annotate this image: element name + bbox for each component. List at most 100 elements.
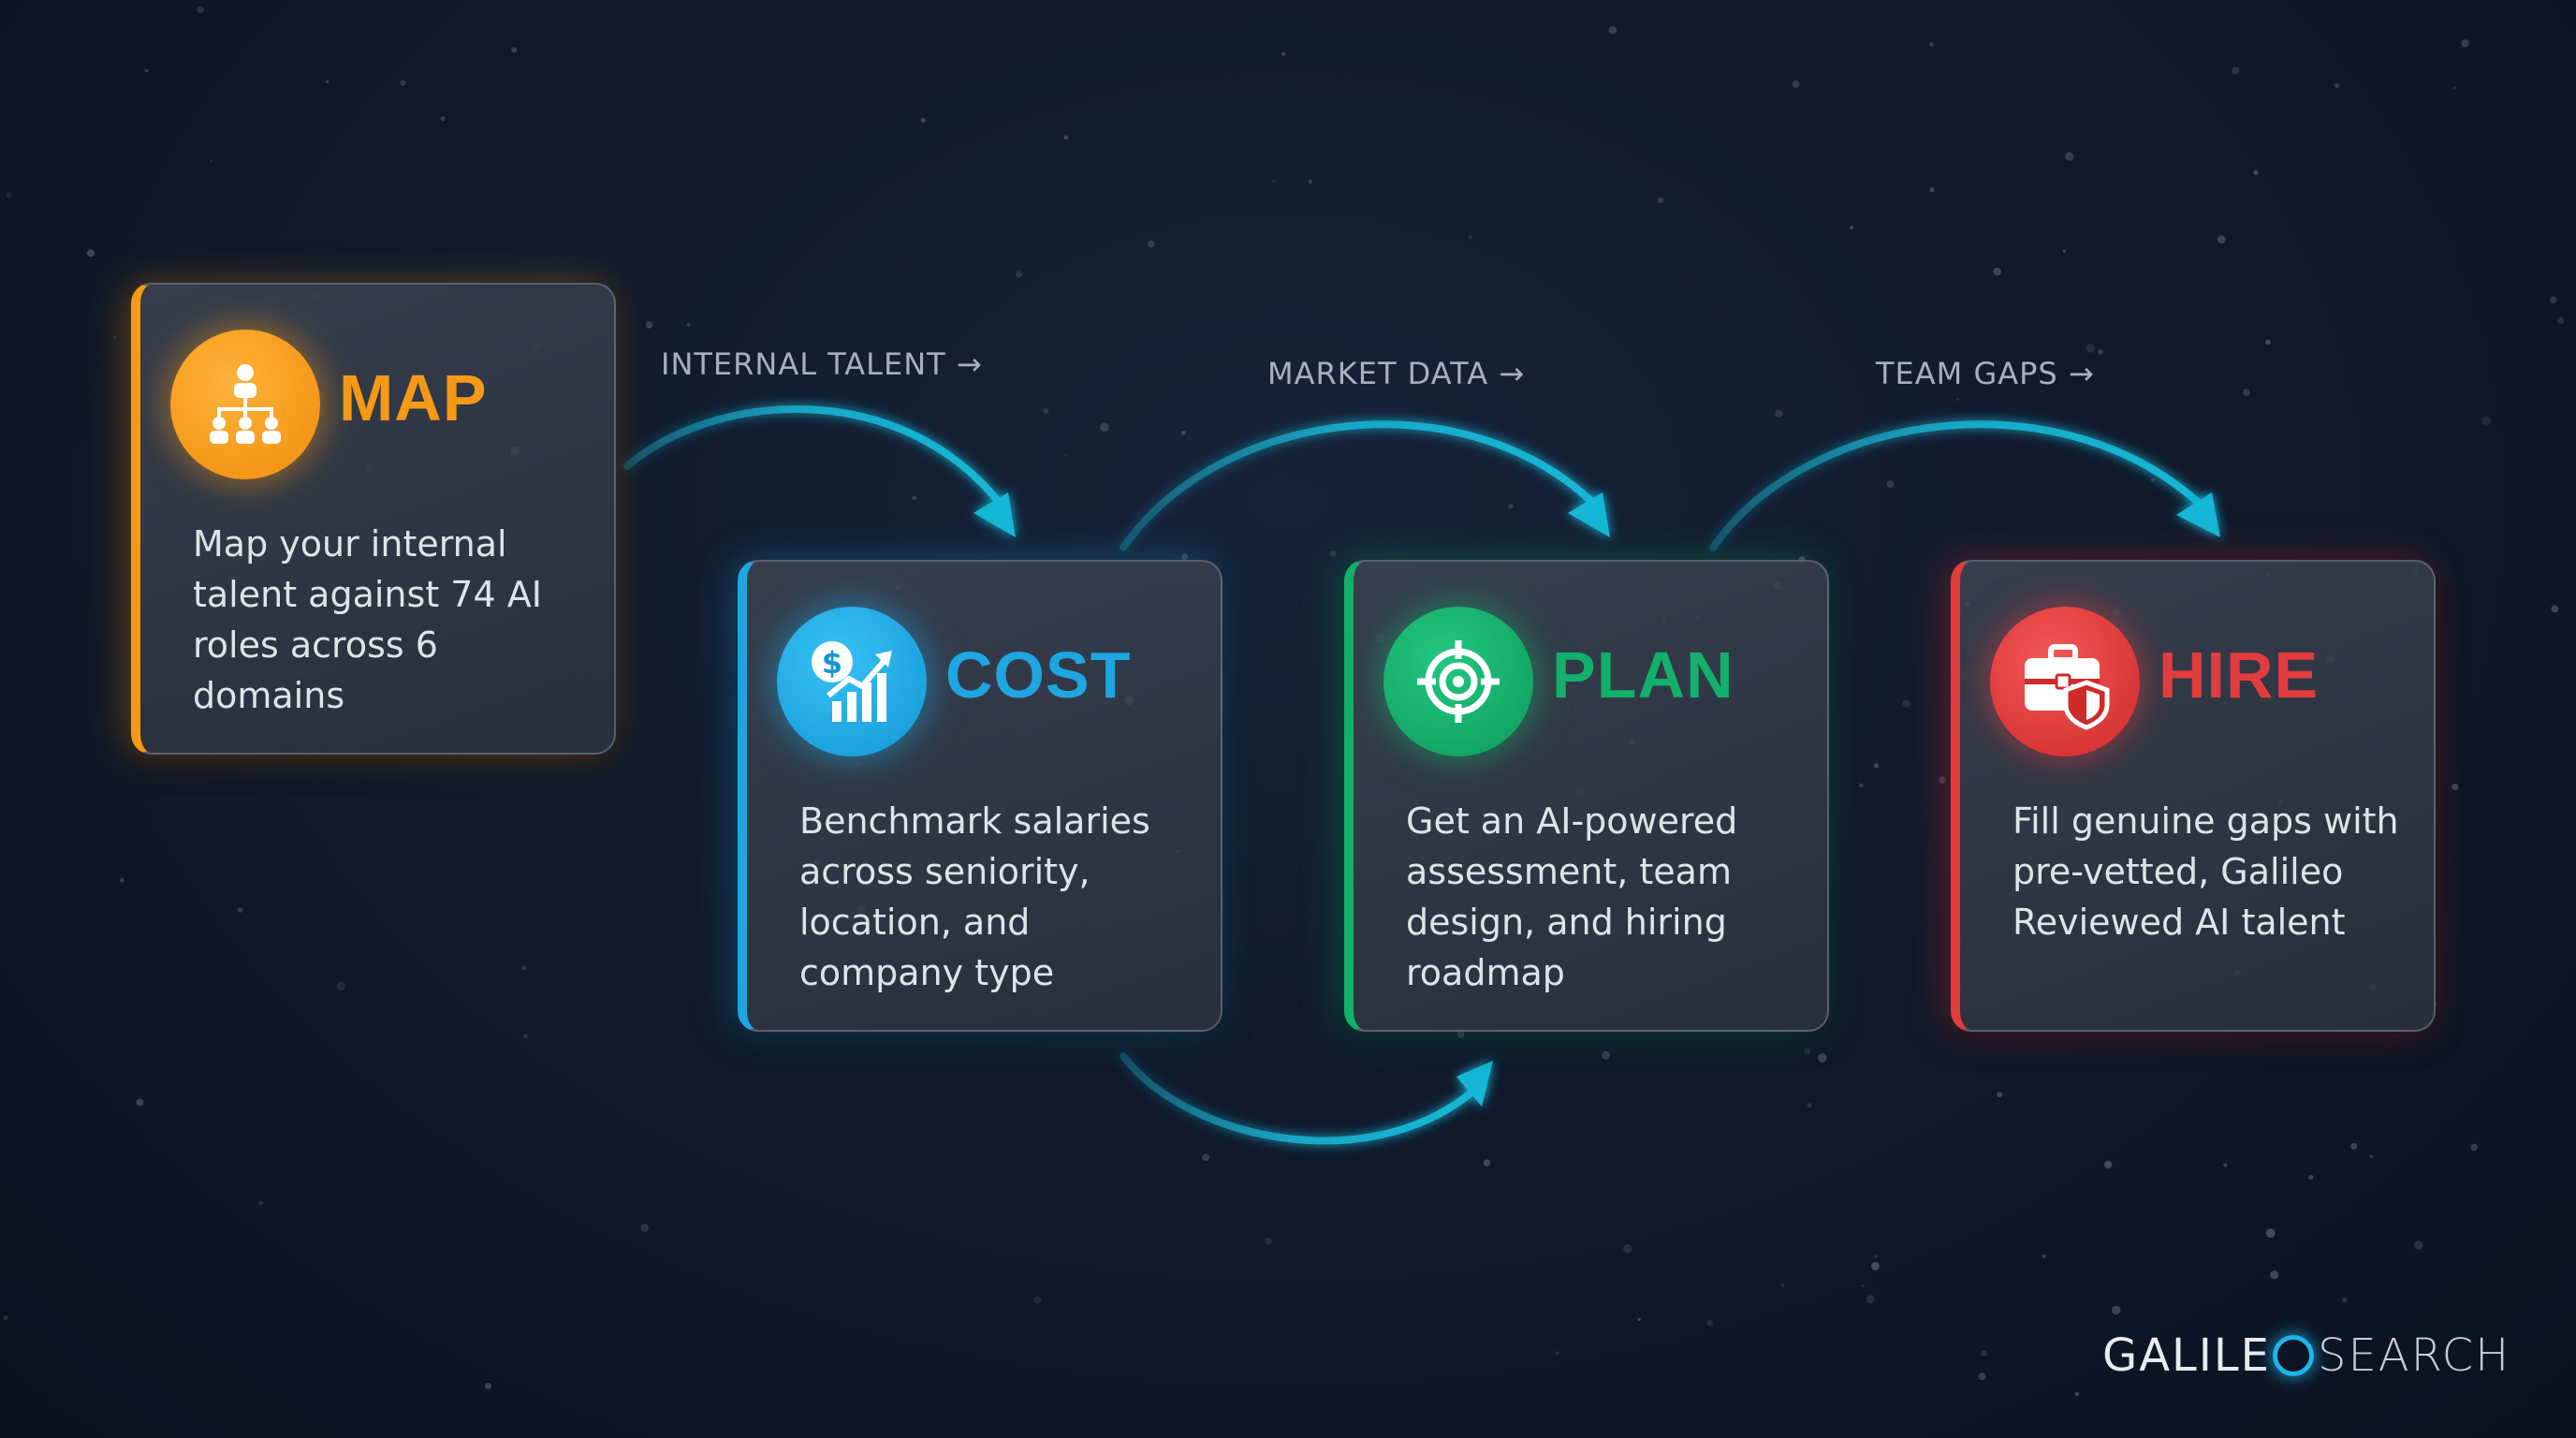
star-dot bbox=[237, 907, 243, 913]
star-dot bbox=[1508, 504, 1514, 509]
star-dot bbox=[2461, 39, 2469, 48]
org-chart-icon bbox=[170, 330, 320, 479]
svg-text:$: $ bbox=[822, 645, 842, 681]
star-dot bbox=[1281, 51, 1285, 56]
star-dot bbox=[485, 1383, 491, 1389]
brand-word-search: SEARCH bbox=[2318, 1329, 2511, 1382]
star-dot bbox=[1706, 1319, 1713, 1327]
star-dot bbox=[645, 321, 653, 329]
star-dot bbox=[1807, 1103, 1812, 1108]
star-dot bbox=[2065, 152, 2074, 161]
star-dot bbox=[2481, 416, 2492, 426]
step-title-map: MAP bbox=[339, 361, 488, 434]
star-dot bbox=[326, 80, 329, 83]
star-dot bbox=[1804, 1048, 1811, 1055]
star-dot bbox=[2217, 235, 2226, 244]
star-dot bbox=[1608, 25, 1617, 35]
star-dot bbox=[2369, 1154, 2374, 1159]
star-dot bbox=[1180, 430, 1186, 435]
star-dot bbox=[1818, 1053, 1827, 1063]
star-dot bbox=[2104, 1160, 2113, 1169]
star-dot bbox=[2551, 605, 2559, 613]
star-dot bbox=[1063, 135, 1069, 140]
star-dot bbox=[912, 495, 916, 500]
star-dot bbox=[2086, 344, 2095, 353]
star-dot bbox=[1870, 1261, 1880, 1270]
step-title-plan: PLAN bbox=[1552, 638, 1734, 712]
star-dot bbox=[3, 1315, 8, 1321]
star-dot bbox=[1202, 1153, 1210, 1162]
step-title-hire: HIRE bbox=[2159, 638, 2320, 712]
target-crosshair-icon bbox=[1383, 607, 1533, 756]
star-dot bbox=[2112, 1305, 2121, 1315]
star-dot bbox=[258, 1200, 264, 1206]
star-dot bbox=[1623, 1244, 1632, 1254]
star-dot bbox=[1148, 240, 1155, 248]
star-dot bbox=[2042, 1255, 2046, 1258]
star-dot bbox=[2334, 82, 2340, 89]
star-dot bbox=[1637, 1318, 1641, 1322]
step-title-cost: COST bbox=[945, 638, 1132, 712]
star-dot bbox=[1181, 553, 1188, 561]
star-dot bbox=[511, 47, 518, 53]
salary-growth-icon: $ bbox=[777, 607, 927, 756]
star-dot bbox=[136, 1098, 144, 1107]
star-dot bbox=[1043, 408, 1049, 414]
star-dot bbox=[1265, 1237, 1272, 1245]
connector-label-market-data: MARKET DATA → bbox=[1267, 356, 1526, 391]
star-dot bbox=[2253, 169, 2259, 175]
star-dot bbox=[1483, 1159, 1491, 1167]
step-card-plan: PLAN Get an AI-powered assessment, team … bbox=[1344, 560, 1829, 1032]
star-dot bbox=[1902, 699, 1910, 708]
brand-ring-o-icon bbox=[2273, 1335, 2314, 1376]
star-dot bbox=[1792, 81, 1800, 88]
star-dot bbox=[2098, 349, 2103, 355]
galileo-search-logo: GALILE SEARCH bbox=[2102, 1329, 2510, 1382]
star-dot bbox=[2308, 1174, 2314, 1181]
star-dot bbox=[920, 117, 926, 124]
star-dot bbox=[521, 965, 527, 971]
star-dot bbox=[1873, 763, 1880, 769]
star-dot bbox=[1997, 1092, 2003, 1098]
star-dot bbox=[1064, 453, 1068, 457]
step-card-hire: HIRE Fill genuine gaps with pre-vetted, … bbox=[1951, 560, 2436, 1032]
star-dot bbox=[1939, 776, 1946, 784]
star-dot bbox=[112, 335, 117, 340]
star-dot bbox=[1981, 1350, 1987, 1357]
star-dot bbox=[1861, 1284, 1865, 1287]
star-dot bbox=[1850, 226, 1853, 229]
step-description-cost: Benchmark salaries across seniority, loc… bbox=[799, 800, 1150, 993]
star-dot bbox=[1001, 499, 1007, 505]
step-description-plan: Get an AI-powered assessment, team desig… bbox=[1406, 800, 1738, 993]
star-dot bbox=[523, 1034, 529, 1039]
star-dot bbox=[2556, 316, 2565, 325]
connector-label-internal-talent: INTERNAL TALENT → bbox=[661, 346, 983, 382]
star-dot bbox=[1308, 179, 1313, 183]
star-dot bbox=[1033, 1296, 1042, 1304]
star-dot bbox=[2452, 86, 2456, 90]
star-dot bbox=[1330, 550, 1337, 557]
star-dot bbox=[1993, 267, 2001, 276]
star-dot bbox=[2265, 1228, 2276, 1239]
star-dot bbox=[1468, 235, 1473, 240]
star-dot bbox=[2550, 296, 2557, 303]
step-card-map: MAP Map your internal talent against 74 … bbox=[131, 283, 616, 755]
step-description-map: Map your internal talent against 74 AI r… bbox=[193, 523, 542, 716]
star-dot bbox=[2413, 1240, 2423, 1250]
star-dot bbox=[197, 6, 204, 14]
star-dot bbox=[86, 249, 95, 257]
star-dot bbox=[2452, 784, 2459, 791]
star-dot bbox=[1272, 179, 1276, 183]
brand-word-galile: GALILE bbox=[2102, 1329, 2271, 1382]
star-dot bbox=[2232, 66, 2240, 75]
star-dot bbox=[440, 116, 446, 122]
star-dot bbox=[210, 159, 213, 164]
star-dot bbox=[1866, 1295, 1875, 1304]
star-dot bbox=[2265, 339, 2271, 345]
star-dot bbox=[2150, 478, 2155, 482]
step-description-hire: Fill genuine gaps with pre-vetted, Galil… bbox=[2012, 800, 2399, 943]
star-dot bbox=[1456, 1031, 1465, 1038]
star-dot bbox=[686, 322, 691, 327]
star-dot bbox=[2349, 1142, 2358, 1151]
